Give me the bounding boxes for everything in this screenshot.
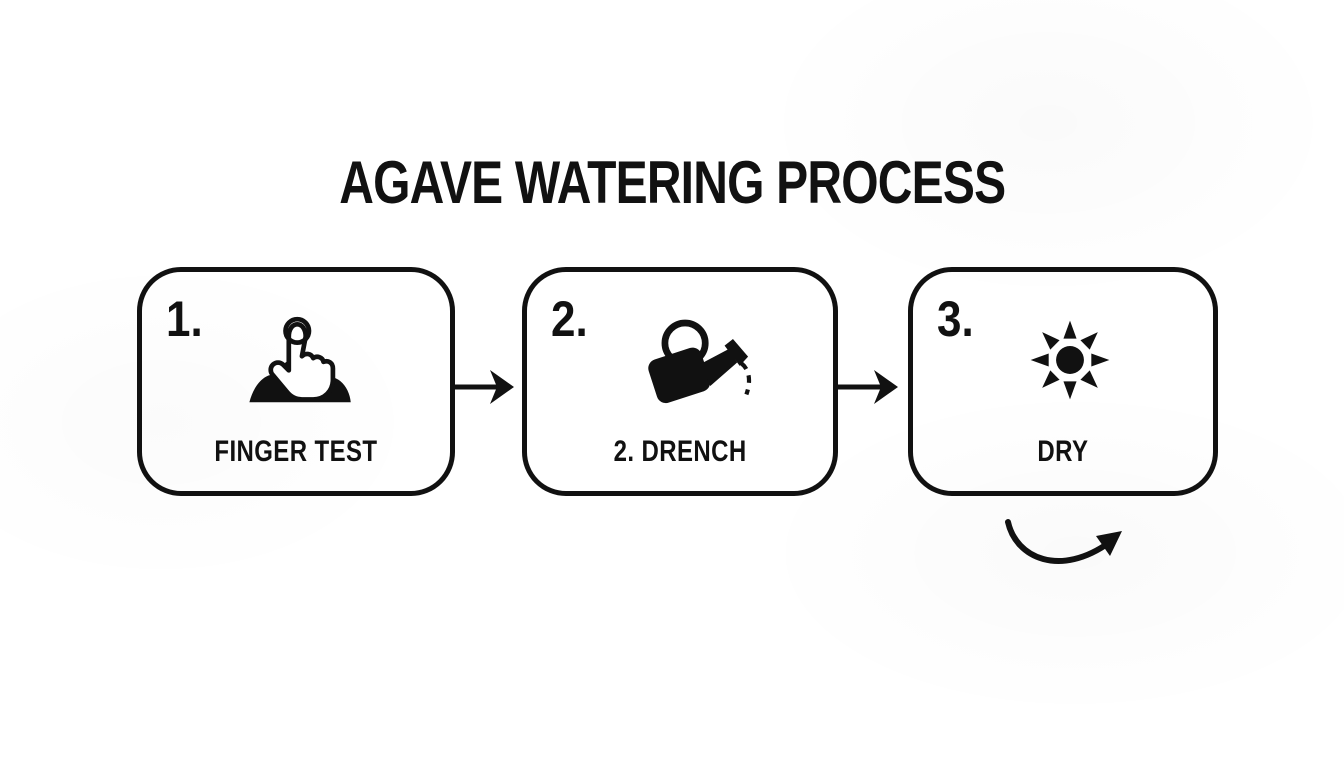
step-label-dry: DRY xyxy=(1037,435,1089,468)
arrow-step2-to-step3 xyxy=(834,365,908,409)
page-title: AGAVE WATERING PROCESS xyxy=(338,149,1006,216)
arrow-step1-to-step2 xyxy=(450,365,524,409)
step-box-finger-test: 1. FINGER TEST xyxy=(137,267,455,496)
watering-can-icon xyxy=(633,314,759,416)
step-box-dry: 3. DRY xyxy=(908,267,1218,496)
sun-icon xyxy=(1029,319,1111,401)
step-label-finger-test: FINGER TEST xyxy=(214,435,378,468)
finger-soil-test-icon xyxy=(240,312,362,408)
repeat-cycle-arrow xyxy=(998,508,1140,588)
step-number-1: 1. xyxy=(166,291,203,347)
step-label-drench: 2. DRENCH xyxy=(613,435,747,468)
step-number-2: 2. xyxy=(551,291,588,347)
step-box-drench: 2. 2. DRENCH xyxy=(522,267,838,496)
step-number-3: 3. xyxy=(937,291,974,347)
